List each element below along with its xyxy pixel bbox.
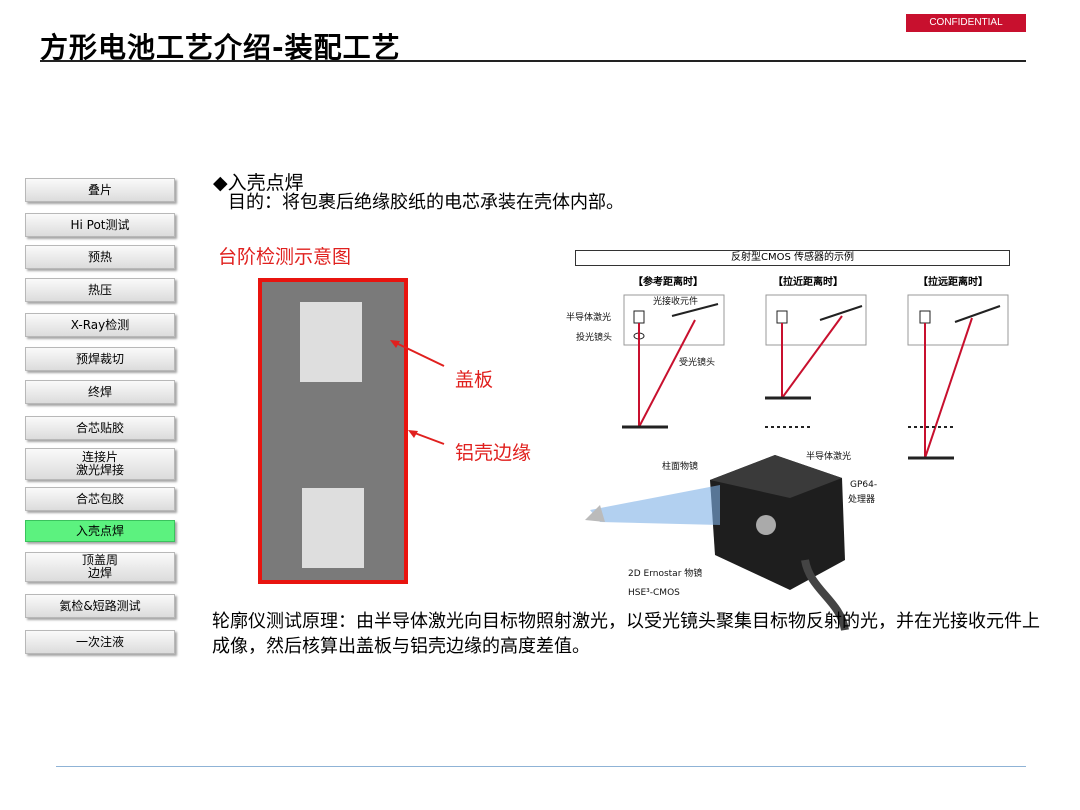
purpose-text: 目的：将包裹后绝缘胶纸的电芯承装在壳体内部。 (228, 192, 624, 213)
page-title: 方形电池工艺介绍-装配工艺 (40, 31, 401, 64)
label-ernostar: 2D Ernostar 物镜 (628, 569, 703, 579)
sidebar-item-core-wrap[interactable]: 合芯包胶 (25, 487, 175, 511)
footer-divider (56, 766, 1026, 767)
label-processor: 处理器 (848, 495, 876, 505)
sidebar-item-xray[interactable]: X-Ray检测 (25, 313, 175, 337)
sidebar-item-pre-weld-cut[interactable]: 预焊裁切 (25, 347, 175, 371)
principle-text: 轮廓仪测试原理：由半导体激光向目标物照射激光，以受光镜头聚集目标物反射的光，并在… (212, 611, 1040, 657)
sidebar-item-preheat[interactable]: 预热 (25, 245, 175, 269)
cmos-case-reference: 【参考距离时】 (633, 277, 703, 288)
cover-plate-top (300, 302, 362, 382)
section-heading: ◆入壳点焊 (213, 172, 304, 194)
sidebar-item-stacking[interactable]: 叠片 (25, 178, 175, 202)
title-divider (40, 60, 1026, 62)
label-hse: HSE³-CMOS (628, 588, 680, 598)
sidebar-item-top-cover-weld[interactable]: 顶盖周 边焊 (25, 552, 175, 582)
step-detection-diagram (258, 278, 408, 584)
cover-plate-bottom (302, 488, 364, 568)
cmos-case-near: 【拉近距离时】 (773, 277, 843, 288)
sidebar-item-final-weld[interactable]: 终焊 (25, 380, 175, 404)
sidebar-item-helium-test[interactable]: 氦检&短路测试 (25, 594, 175, 618)
label-laser2: 半导体激光 (806, 452, 852, 462)
sidebar-item-core-taping[interactable]: 合芯贴胶 (25, 416, 175, 440)
label-laser: 半导体激光 (566, 313, 612, 323)
sidebar-item-electrolyte-fill[interactable]: 一次注液 (25, 630, 175, 654)
label-receiver: 光接收元件 (653, 297, 699, 307)
diagram-title: 台阶检测示意图 (218, 246, 352, 268)
confidential-badge: CONFIDENTIAL (906, 14, 1026, 32)
label-gp64: GP64- (850, 480, 878, 490)
sidebar-item-hot-press[interactable]: 热压 (25, 278, 175, 302)
cmos-case-far: 【拉远距离时】 (918, 277, 988, 288)
label-cyl-lens: 柱面物镜 (662, 462, 699, 472)
cmos-title: 反射型CMOS 传感器的示例 (575, 250, 1010, 266)
label-proj-lens: 投光镜头 (576, 333, 613, 343)
sidebar-item-hipot[interactable]: Hi Pot测试 (25, 213, 175, 237)
sidebar-item-laser-weld[interactable]: 连接片 激光焊接 (25, 448, 175, 480)
label-recv-lens: 受光镜头 (679, 358, 716, 368)
sidebar-item-case-insertion[interactable]: 入壳点焊 (25, 520, 175, 542)
callout-case-edge: 铝壳边缘 (455, 442, 532, 464)
callout-cover: 盖板 (455, 369, 494, 391)
